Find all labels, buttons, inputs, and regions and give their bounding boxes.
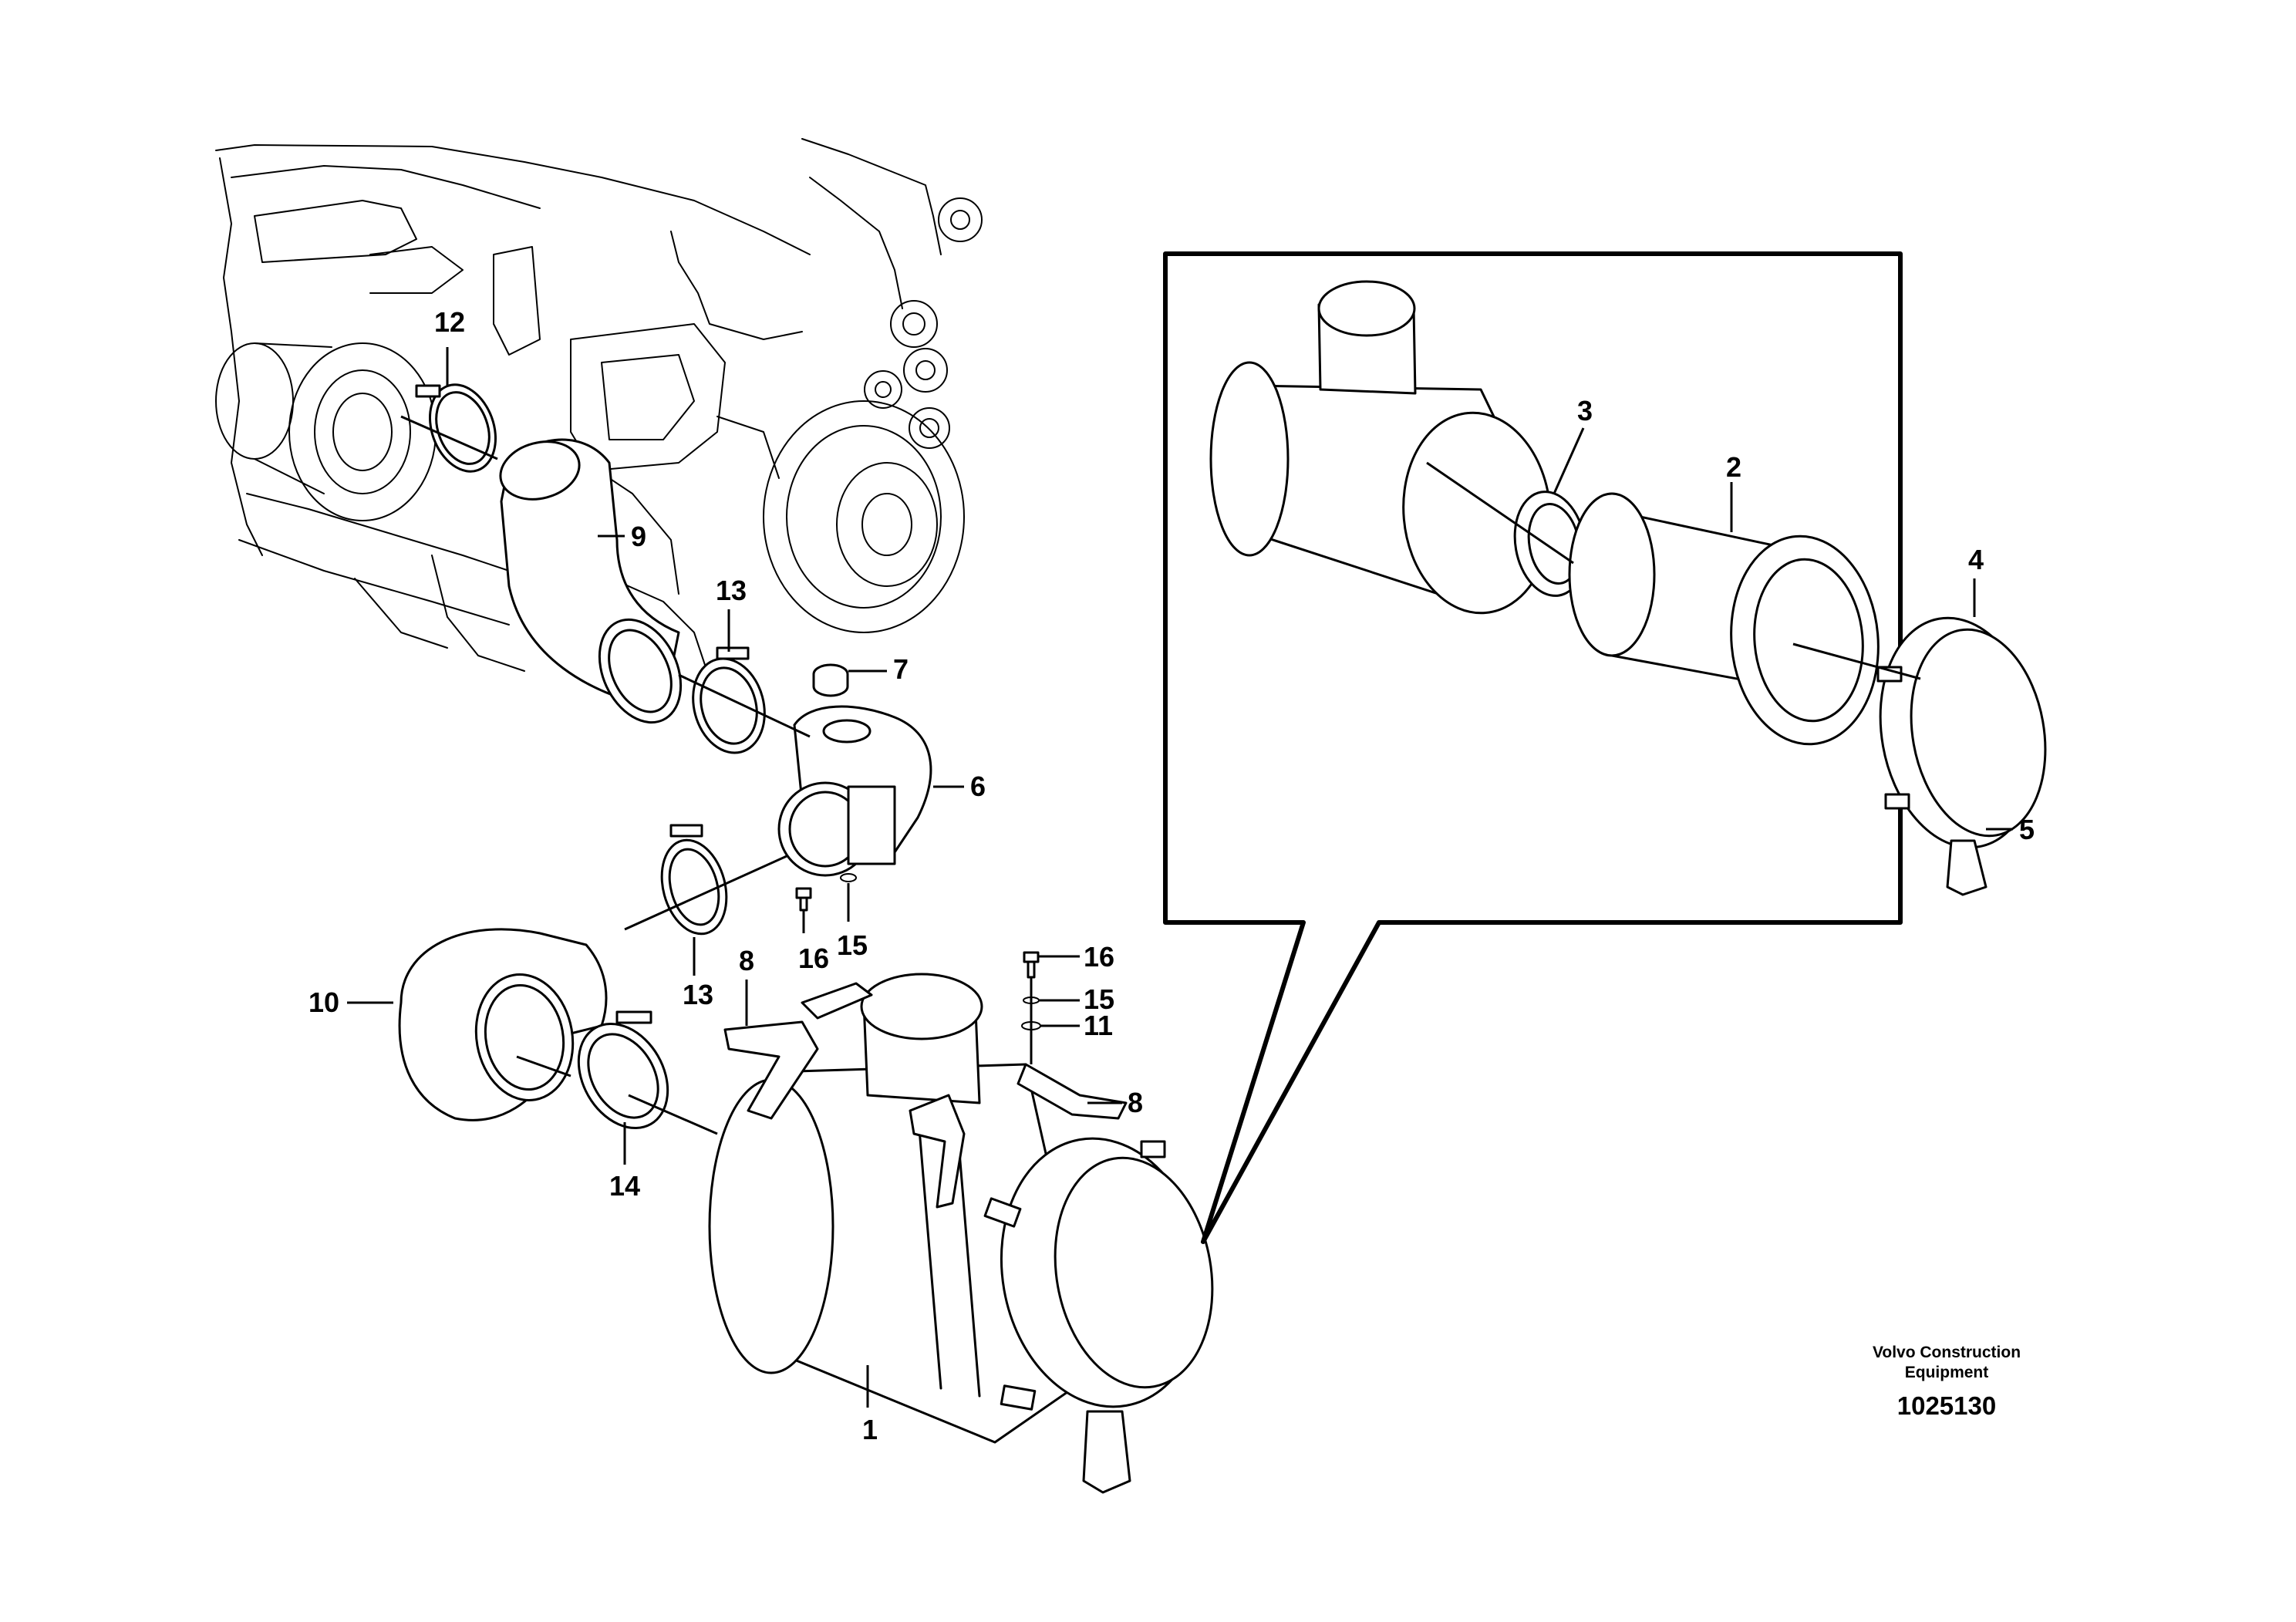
- callout-8-left: 8: [739, 945, 754, 976]
- callout-13-upper: 13: [716, 575, 747, 606]
- drawing-number: 1025130: [1897, 1391, 1996, 1420]
- callout-4: 4: [1968, 544, 1984, 575]
- bracket-8-right-drawing: [909, 1063, 1128, 1209]
- footer-block: Volvo Construction Equipment 1025130: [1873, 1344, 2021, 1420]
- callout-9: 9: [631, 521, 646, 552]
- clamp-13-lower-drawing: [660, 824, 728, 936]
- callout-6: 6: [970, 771, 986, 802]
- brand-line-2: Equipment: [1905, 1364, 1989, 1381]
- clamp-13-upper-drawing: [692, 646, 766, 754]
- inset-filter-element-2-drawing: [1568, 492, 1880, 746]
- callout-labels: 12 9 13 7 6 13 15 16 10 8 16 15 11 8 14 …: [308, 306, 2035, 1445]
- elbow-10-drawing: [398, 928, 608, 1121]
- callout-16-upper: 16: [1084, 941, 1114, 973]
- callout-15-lower: 15: [837, 929, 868, 961]
- bracket-8-left-drawing: [723, 982, 873, 1120]
- callout-16-lower: 16: [798, 943, 829, 974]
- air-filter-housing-drawing: [708, 973, 1214, 1494]
- inset-valve-5-drawing: [1946, 839, 1988, 896]
- engine-block-drawing: [215, 138, 983, 679]
- elbow-6-drawing: [777, 705, 932, 877]
- callout-1: 1: [862, 1414, 878, 1445]
- callout-14: 14: [609, 1170, 640, 1202]
- bolt-16-lower-drawing: [795, 873, 857, 912]
- callout-11: 11: [1084, 1010, 1113, 1041]
- hose-9-drawing: [499, 438, 683, 724]
- callout-10: 10: [308, 986, 339, 1018]
- callout-15-upper: 15: [1084, 983, 1114, 1015]
- brand-line-1: Volvo Construction: [1873, 1344, 2021, 1361]
- callout-2: 2: [1726, 451, 1741, 483]
- callout-5: 5: [2019, 814, 2035, 845]
- callout-7: 7: [893, 653, 909, 685]
- leader-lines: [347, 347, 2013, 1408]
- callout-12: 12: [434, 306, 465, 338]
- callout-13-lower: 13: [683, 979, 713, 1010]
- inset-housing-drawing: [1209, 280, 1552, 615]
- inset-cover-4-drawing: [1876, 616, 2047, 849]
- callout-8-right: 8: [1128, 1087, 1143, 1118]
- callout-3: 3: [1577, 395, 1593, 427]
- cap-7-drawing: [812, 663, 849, 697]
